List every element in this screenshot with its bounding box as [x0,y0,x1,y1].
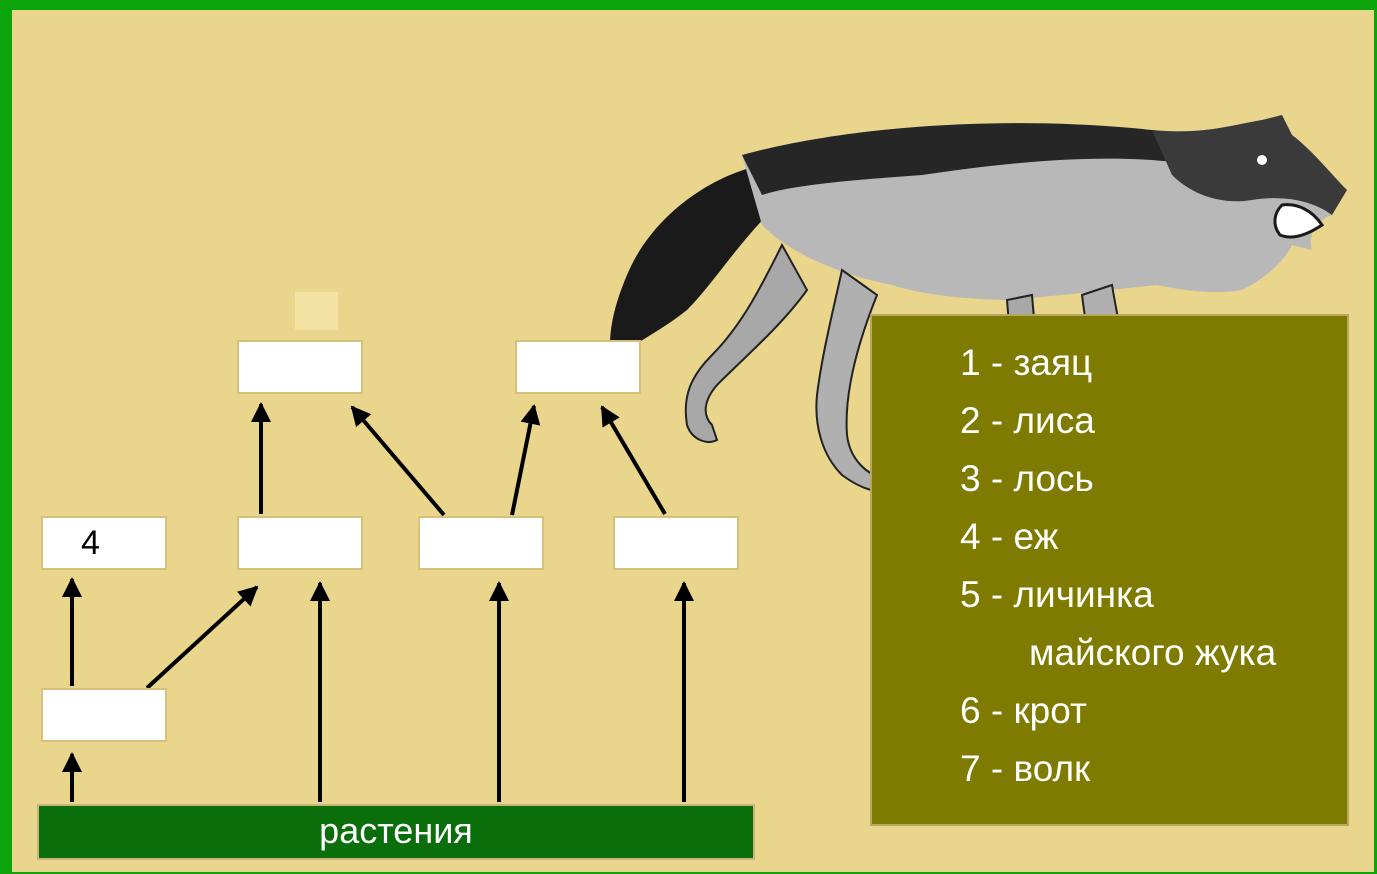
legend-item-4: 4 - еж [960,516,1059,557]
food-web-box-bottom [41,688,167,742]
legend-item-3: 3 - лось [960,458,1094,499]
arrow [600,405,667,516]
faint-mark [295,292,338,330]
legend-item-7: 7 - волк [960,748,1091,789]
plants-base-bar: растения [37,804,755,860]
arrow [510,404,541,516]
slide: 4 растения 1 - заяц 2 - лиса 3 - лось 4 … [12,10,1374,872]
arrow [350,405,446,517]
legend-item-2: 2 - лиса [960,400,1095,441]
legend-panel: 1 - заяц 2 - лиса 3 - лось 4 - еж 5 - ли… [870,314,1349,826]
legend-item-6: 6 - крот [960,690,1087,731]
food-web-box-top-right [515,340,641,394]
food-web-box-top-left [237,340,363,394]
food-web-arrows [62,402,694,802]
legend-item-5: 5 - личинка [960,574,1154,615]
arrow [145,585,259,690]
legend-item-5-continued: майского жука [1029,632,1277,673]
legend-item-1: 1 - заяц [960,342,1093,383]
food-web-box-middle-4 [613,516,739,570]
food-web-box-middle-2 [237,516,363,570]
food-web-box-hedgehog: 4 [41,516,167,570]
food-web-box-middle-3 [418,516,544,570]
